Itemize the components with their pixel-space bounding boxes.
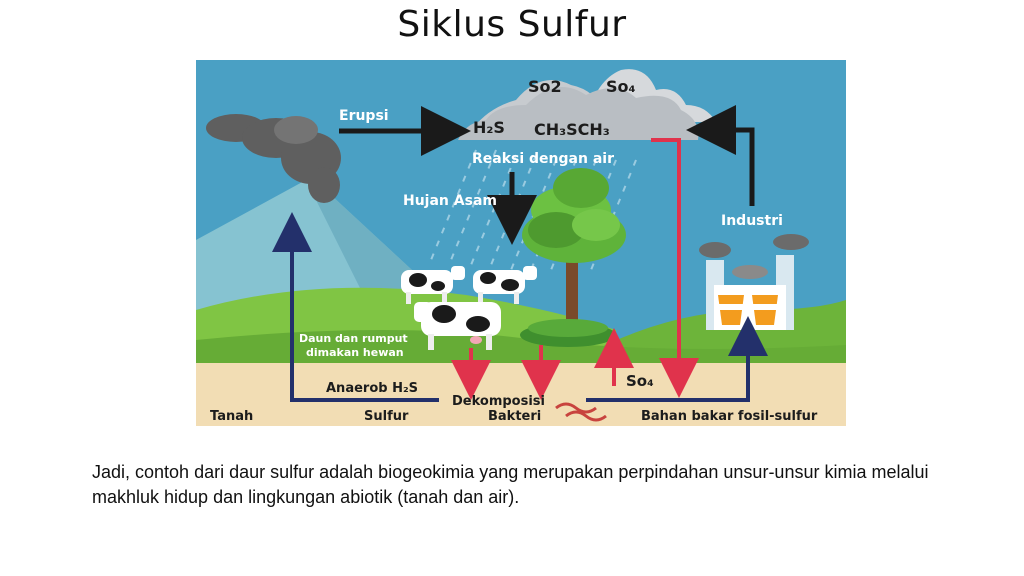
label-daun-line1: Daun dan rumput	[299, 332, 408, 345]
label-industri: Industri	[721, 213, 783, 229]
arrow-fosil	[586, 316, 768, 402]
label-daun-line2: dimakan hewan	[306, 346, 404, 359]
label-reaksi: Reaksi dengan air	[472, 151, 614, 167]
arrow-anaerob	[272, 212, 439, 402]
label-so4-cloud: So₄	[606, 77, 636, 96]
cow-3	[414, 302, 501, 350]
grass-mid	[196, 330, 846, 365]
label-dekomposisi: Dekomposisi	[452, 394, 545, 409]
label-anaerob: Anaerob H₂S	[326, 381, 418, 396]
label-fosil: Bahan bakar fosil-sulfur	[641, 409, 818, 424]
arrow-so4-red	[651, 138, 699, 398]
arrow-industri-up	[686, 105, 755, 206]
volcano-smoke	[206, 114, 341, 203]
sulfur-cycle-diagram: So2 So₄ H₂S CH₃SCH₃ Reaksi dengan air Er…	[196, 60, 846, 426]
label-ch3sch3: CH₃SCH₃	[534, 120, 610, 139]
label-hujan-asam: Hujan Asam	[403, 193, 497, 209]
slide-title: Siklus Sulfur	[397, 4, 627, 45]
label-so4-soil: So₄	[626, 372, 654, 390]
cloud-main	[458, 87, 699, 140]
cow-2	[473, 266, 537, 304]
label-h2s: H₂S	[473, 118, 505, 137]
cow-1	[401, 266, 465, 304]
label-sulfur: Sulfur	[364, 409, 409, 424]
label-erupsi: Erupsi	[339, 108, 389, 124]
label-bakteri: Bakteri	[488, 409, 541, 424]
slide-caption: Jadi, contoh dari daur sulfur adalah bio…	[92, 462, 929, 507]
sulfur-cycle-illustration: So2 So₄ H₂S CH₃SCH₃ Reaksi dengan air Er…	[196, 60, 846, 426]
label-so2: So2	[528, 77, 562, 96]
worm-icon	[555, 402, 607, 422]
label-tanah: Tanah	[210, 409, 253, 424]
tree	[522, 168, 626, 338]
factory	[699, 234, 809, 330]
